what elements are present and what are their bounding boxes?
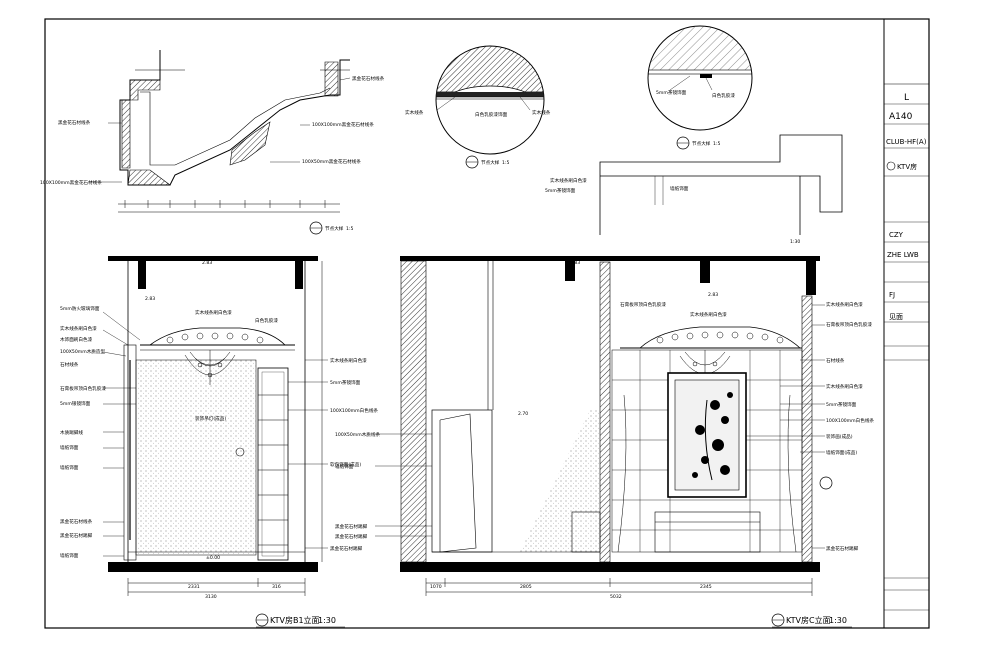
left-note-9: 墙纸饰面	[60, 444, 79, 451]
elevation-right-scale: 1:30	[829, 616, 847, 625]
center-note-2: 墙纸饰面	[335, 463, 354, 470]
left-note-13: 墙纸饰面	[60, 552, 79, 559]
left-note-11: 黑金花石材线条	[60, 518, 93, 525]
tb-designer: CZY	[889, 231, 904, 239]
level-mid: 2.70	[518, 411, 528, 417]
leftr-note-5: 软包饰面(成品)	[330, 461, 361, 468]
detail-circle-right-scale: 1:5	[713, 141, 720, 147]
detail-circle-right: 5mm茶镜饰面 白色乳胶漆 节点大样 1:5	[647, 25, 753, 150]
center-note-3: 黑金花石材踢脚	[335, 523, 368, 530]
right-note-8: 墙纸饰面(成品)	[826, 449, 857, 456]
tb-sheet-marker-icon	[886, 161, 896, 171]
elevation-left-title: KTV房B1立面	[270, 615, 320, 625]
elevation-left: 2.83 ±0.00 2.83 2331 316 3130 5mm防火玻璃饰面	[60, 256, 378, 628]
left-note-6: 石膏板吊顶白色乳胶漆	[60, 385, 106, 392]
elevation-right-title: KTV房C立面	[786, 615, 831, 625]
right-note-1: 实木线条刷白色漆	[826, 301, 863, 308]
circle2-note-2: 白色乳胶漆	[712, 92, 735, 99]
level-beam-right: 2.83	[708, 292, 718, 298]
right-top-note-2: 实木线条刷白色漆	[690, 311, 727, 318]
detail-top-left-scale: 1:5	[346, 226, 353, 232]
level-floor-left: ±0.00	[206, 555, 220, 561]
chandelier-icon	[679, 350, 731, 380]
circle2-note-1: 5mm茶镜饰面	[656, 89, 687, 96]
detail-circle-middle: 实木线条 白色乳胶漆饰面 实木线条 节点大样 1:5	[405, 45, 551, 169]
left-note-4: 100X50mm木质造型	[60, 348, 105, 355]
plan-note-1: 实木线条刷白色漆	[550, 177, 587, 184]
left-note-1: 5mm防火玻璃饰面	[60, 305, 100, 312]
elevation-left-scale: 1:30	[318, 616, 336, 625]
right-note-2: 石膏板吊顶白色乳胶漆	[826, 321, 872, 328]
section-marker-icon	[819, 476, 833, 490]
leftr-note-1: 实木线条刷白色漆	[330, 357, 367, 364]
circle1-note-3: 实木线条	[532, 109, 551, 116]
detail-note-1: 黑金花石材线条	[58, 119, 91, 126]
title-block: L A140 CLUB-HF(A) KTV房 CZY ZHE LWB FJ 见面	[883, 19, 929, 628]
right-note-9: 黑金花石材踢脚	[826, 545, 859, 552]
center-note-1: 100X50mm木质线条	[335, 431, 380, 438]
elev-right-seg2: 2805	[520, 584, 532, 590]
elevation-right: 2.83 2.83 2.70 1070 2805 2345 5032	[335, 256, 874, 628]
sheet-border	[44, 18, 930, 629]
right-note-5: 5mm茶镜饰面	[826, 401, 857, 408]
detail-circle-right-label: 节点大样	[692, 140, 711, 147]
elev-left-total: 3130	[205, 594, 217, 600]
level-ceiling-right: 2.83	[570, 260, 580, 266]
elev-left-seg2: 316	[272, 584, 281, 590]
left-note-12: 黑金花石材踢脚	[60, 532, 93, 539]
leftr-note-4: 装饰吊灯(成品)	[195, 415, 226, 422]
elev-right-total: 5032	[610, 594, 622, 600]
level-ceiling-left: 2.83	[202, 260, 212, 266]
floral-art-icon	[692, 392, 733, 481]
circle1-note-2: 白色乳胶漆饰面	[475, 111, 508, 118]
left-note-7: 5mm银镜饰面	[60, 400, 91, 407]
detail-top-left: 黑金花石材线条 黑金花石材线条 100X100mm黑金花石材线条 100X50m…	[40, 50, 385, 235]
plan-snippet-scale: 1:30	[790, 239, 800, 245]
left-top-note: 白色乳胶漆	[255, 317, 278, 324]
detail-note-3: 100X100mm黑金花石材线条	[312, 121, 374, 128]
tb-drawing-no: A140	[889, 112, 913, 122]
center-note-4: 黑金花石材踢脚	[335, 533, 368, 540]
tb-row1-value: L	[904, 93, 909, 103]
leftr-note-2: 5mm茶镜饰面	[330, 379, 361, 386]
tb-checker: FJ	[889, 291, 895, 299]
chandelier-icon	[184, 350, 236, 385]
leftr-note-6: 黑金花石材踢脚	[330, 545, 363, 552]
detail-circle-mid-scale: 1:5	[502, 160, 509, 166]
detail-note-4: 100X50mm黑金花石材线条	[302, 158, 361, 165]
level-beam-left: 2.83	[145, 296, 155, 302]
tb-sheet-name: KTV房	[897, 162, 917, 171]
elev-left-seg1: 2331	[188, 584, 200, 590]
right-note-7: 装饰画(成品)	[826, 433, 853, 440]
right-top-note: 石膏板吊顶白色乳胶漆	[620, 301, 666, 308]
plan-note-2: 5mm茶镜饰面	[545, 187, 576, 194]
tb-approver: 见面	[889, 313, 903, 321]
left-top-note-2: 实木线条刷白色漆	[195, 309, 232, 316]
right-note-4: 实木线条刷白色漆	[826, 383, 863, 390]
tb-drafter: ZHE LWB	[887, 251, 919, 259]
circle1-note-1: 实木线条	[405, 109, 424, 116]
left-note-2: 实木线条刷白色漆	[60, 325, 97, 332]
detail-note-2: 黑金花石材线条	[352, 75, 385, 82]
wall-sconce-icon	[235, 447, 245, 457]
elev-right-seg3: 2345	[700, 584, 712, 590]
right-note-6: 100X100mm白色线条	[826, 417, 874, 424]
elev-right-seg1: 1070	[430, 584, 442, 590]
leftr-note-3: 100X100mm白色线条	[330, 407, 378, 414]
left-note-3: 木饰面刷白色漆	[60, 336, 93, 343]
detail-note-5: 100X100mm黑金花石材线条	[40, 179, 102, 186]
tb-project: CLUB-HF(A)	[886, 138, 927, 146]
left-note-8: 木质踢脚线	[60, 429, 83, 436]
detail-top-left-label: 节点大样	[325, 225, 344, 232]
right-note-3: 石材线条	[826, 357, 845, 364]
detail-circle-mid-label: 节点大样	[481, 159, 500, 166]
left-note-5: 石材线条	[60, 361, 79, 368]
left-note-10: 墙纸饰面	[60, 464, 79, 471]
plan-snippet: 实木线条刷白色漆 5mm茶镜饰面 墙纸饰面 1:30	[545, 134, 843, 245]
plan-note-3: 墙纸饰面	[670, 185, 689, 192]
